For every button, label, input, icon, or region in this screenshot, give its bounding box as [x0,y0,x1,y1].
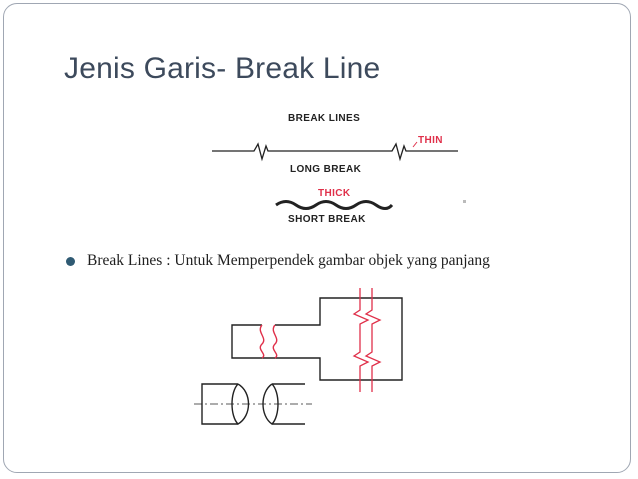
bullet-icon [66,256,75,266]
thick-label: THICK [318,188,351,199]
long-break-vertical-2 [364,288,382,392]
long-break-label: LONG BREAK [290,164,362,175]
round-bar-right [272,383,305,425]
shaft-break-left [259,324,265,359]
round-bar-right-break [262,383,279,425]
break-lines-figure: BREAK LINES THIN LONG BREAK THICK SHORT … [212,113,466,225]
round-bar-left-break [231,383,250,425]
bullet-text: Break Lines : Untuk Memperpendek gambar … [87,252,490,269]
stray-mark [463,200,466,203]
shaft-break-right [272,324,278,359]
break-examples-figure [194,288,403,425]
thin-pointer [412,141,418,148]
bullet-item: Break Lines : Untuk Memperpendek gambar … [66,252,490,270]
figure-heading: BREAK LINES [288,113,360,124]
slide-frame [3,3,631,473]
slide-title: Jenis Garis- Break Line [64,52,381,85]
shaft-outline [231,297,403,381]
long-break-line [212,142,458,162]
short-break-line [275,200,394,210]
short-break-label: SHORT BREAK [288,214,366,225]
thin-label: THIN [418,135,443,146]
long-break-vertical-1 [352,288,370,392]
